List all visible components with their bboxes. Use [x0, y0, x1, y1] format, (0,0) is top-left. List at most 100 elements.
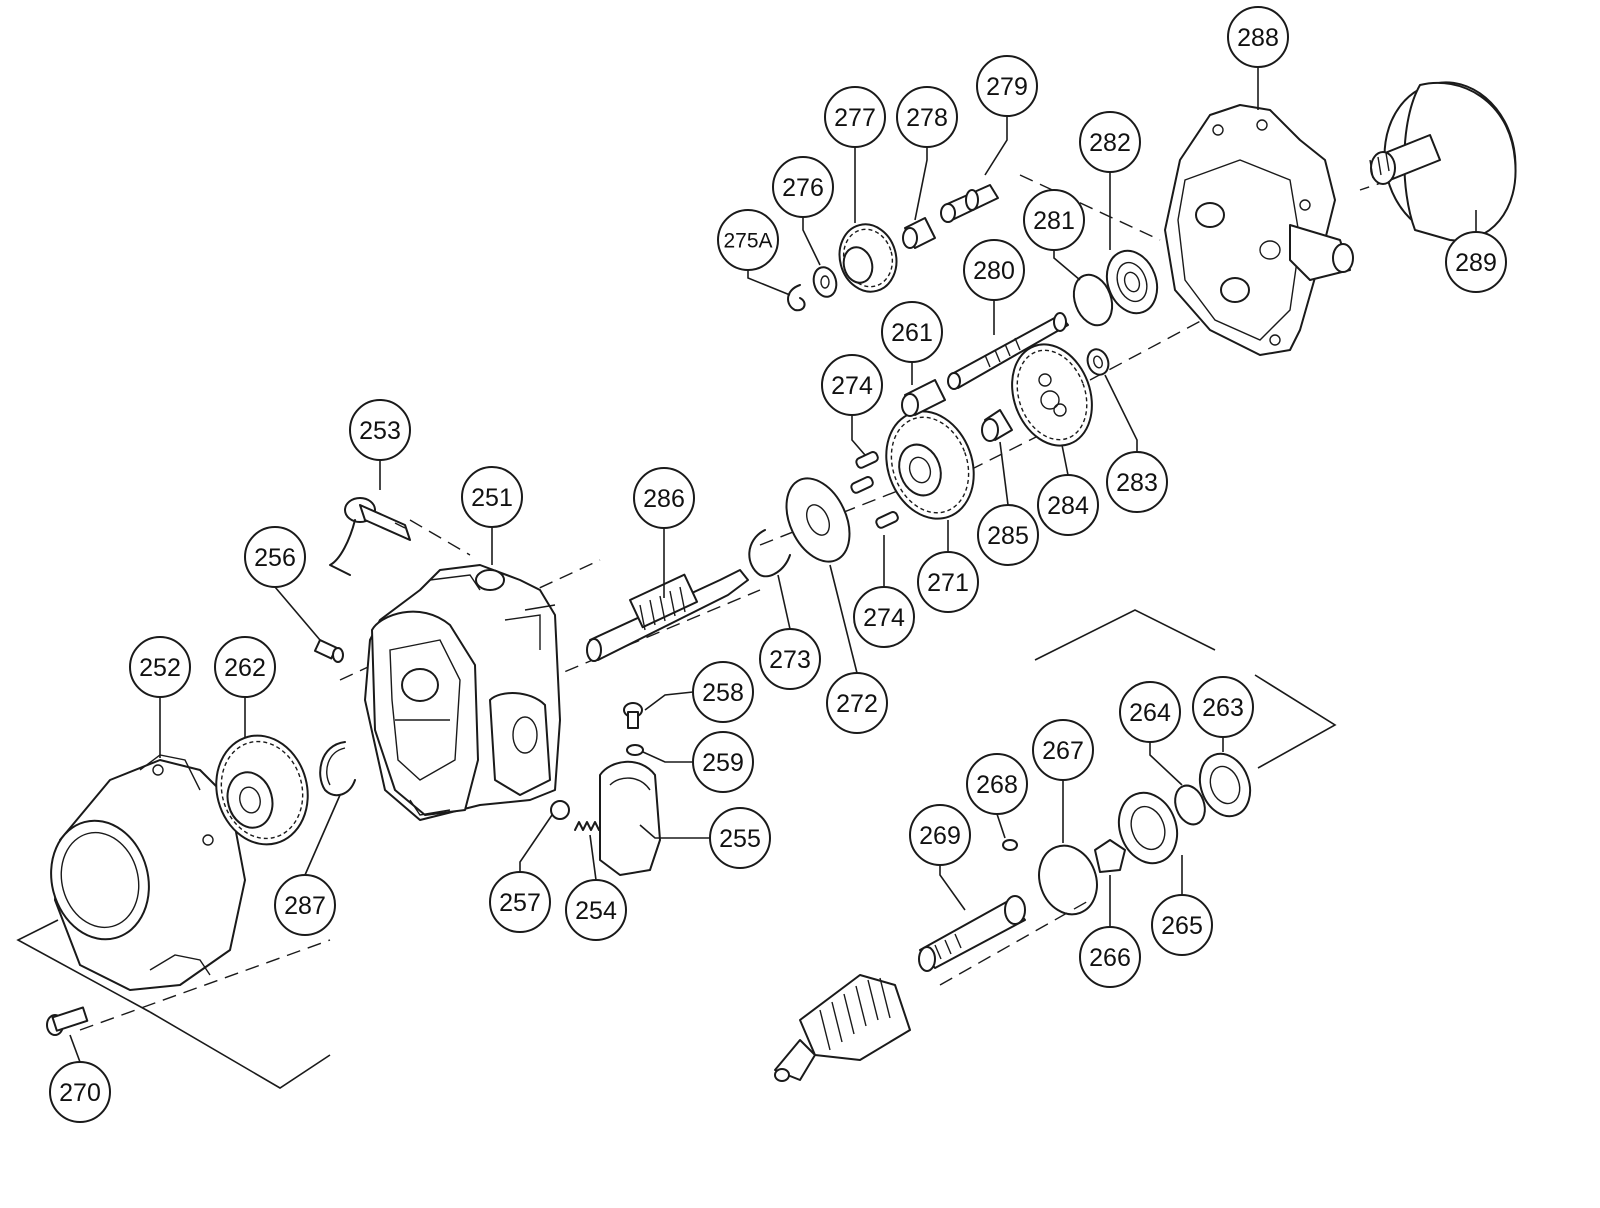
leader-line-p276: [802, 217, 821, 266]
callout-circle: [977, 504, 1039, 566]
callout-circle: [917, 551, 979, 613]
callout-circle: [909, 804, 971, 866]
part-259-washer: [626, 744, 644, 756]
callout-label: 254: [575, 897, 617, 925]
callout-circle: [244, 526, 306, 588]
leader-line-p258: [644, 691, 694, 711]
part-253-lever: [329, 497, 411, 576]
callout-label: 271: [927, 569, 969, 597]
callout-label: 272: [836, 690, 878, 718]
leader-line-p285: [999, 441, 1009, 506]
callout-circle: [274, 874, 336, 936]
part-274-pin-lower: [875, 511, 899, 529]
part-drill-chuck: [774, 974, 911, 1082]
callout-p271: 271: [917, 551, 979, 613]
callout-p267: 267: [1032, 719, 1094, 781]
part-276-washer: [812, 266, 838, 298]
callout-label: 285: [987, 522, 1029, 550]
callout-p277: 277: [824, 86, 886, 148]
part-265-bearing: [1117, 791, 1179, 865]
group-bracket-left: [16, 919, 331, 1089]
callout-circle: [1079, 111, 1141, 173]
callout-label: 263: [1202, 694, 1244, 722]
callout-label: 274: [863, 604, 905, 632]
part-266-retainer: [1094, 839, 1126, 873]
callout-label: 259: [702, 749, 744, 777]
callout-label: 257: [499, 889, 541, 917]
part-284-gear: [1011, 343, 1093, 447]
callout-label: 278: [906, 104, 948, 132]
callout-p287: 287: [274, 874, 336, 936]
callout-circle: [214, 636, 276, 698]
callout-circle: [1227, 6, 1289, 68]
callout-circle: [461, 466, 523, 528]
part-289-clutch-drum: [1369, 81, 1517, 242]
callout-p278: 278: [896, 86, 958, 148]
callout-label: 284: [1047, 492, 1089, 520]
callout-circle: [1079, 926, 1141, 988]
callout-p274a: 274: [821, 354, 883, 416]
callout-label: 253: [359, 417, 401, 445]
callout-label: 279: [986, 73, 1028, 101]
leader-line-p278: [914, 147, 928, 221]
callout-label: 288: [1237, 24, 1279, 52]
callout-p251: 251: [461, 466, 523, 528]
callout-p274b: 274: [853, 586, 915, 648]
part-271-gear: [885, 410, 975, 520]
callout-circle: [1192, 676, 1254, 738]
leader-line-p273: [777, 574, 791, 630]
callout-p262: 262: [214, 636, 276, 698]
callout-circle: [1037, 474, 1099, 536]
part-254-spring: [574, 821, 600, 831]
callout-label: 282: [1089, 129, 1131, 157]
callout-label: 252: [139, 654, 181, 682]
part-261-bushing: [901, 379, 946, 417]
part-270-screw: [46, 1006, 89, 1036]
leader-line-p274a: [851, 415, 866, 456]
part-263-bearing: [1198, 752, 1252, 818]
part-257-ball: [550, 800, 570, 820]
callout-circle: [976, 55, 1038, 117]
callout-label: 267: [1042, 737, 1084, 765]
part-277-gear: [838, 223, 898, 293]
callout-circle: [49, 1061, 111, 1123]
callout-p289: 289: [1445, 231, 1507, 293]
callout-circle: [963, 239, 1025, 301]
part-258-screw: [623, 702, 643, 729]
callout-label: 277: [834, 104, 876, 132]
callout-p253: 253: [349, 399, 411, 461]
leader-line-p275a: [747, 270, 791, 296]
callout-p265: 265: [1151, 894, 1213, 956]
part-267-snap-ring: [1038, 844, 1098, 916]
part-252-front-cover: [50, 754, 246, 991]
callout-p259: 259: [692, 731, 754, 793]
callout-p282: 282: [1079, 111, 1141, 173]
callout-p266: 266: [1079, 926, 1141, 988]
callout-p268: 268: [966, 753, 1028, 815]
callout-p263: 263: [1192, 676, 1254, 738]
callout-label: 287: [284, 892, 326, 920]
callout-label: 273: [769, 646, 811, 674]
callout-p264: 264: [1119, 681, 1181, 743]
part-268-key: [1002, 839, 1018, 851]
callout-p280: 280: [963, 239, 1025, 301]
callout-label: 262: [224, 654, 266, 682]
callout-label: 266: [1089, 944, 1131, 972]
callout-p286: 286: [633, 467, 695, 529]
callout-label: 264: [1129, 699, 1171, 727]
callout-p270: 270: [49, 1061, 111, 1123]
callout-p257: 257: [489, 871, 551, 933]
part-275a-e-ring: [787, 284, 806, 312]
callout-label: 283: [1116, 469, 1158, 497]
callout-p273: 273: [759, 628, 821, 690]
leader-line-p257: [519, 814, 553, 872]
leader-line-p270: [69, 1034, 81, 1063]
part-287-snap-ring: [319, 741, 356, 797]
callout-label: 255: [719, 825, 761, 853]
callout-label: 251: [471, 484, 513, 512]
callout-label: 275A: [723, 230, 772, 253]
leader-line-p283: [1104, 374, 1138, 452]
callout-p284: 284: [1037, 474, 1099, 536]
